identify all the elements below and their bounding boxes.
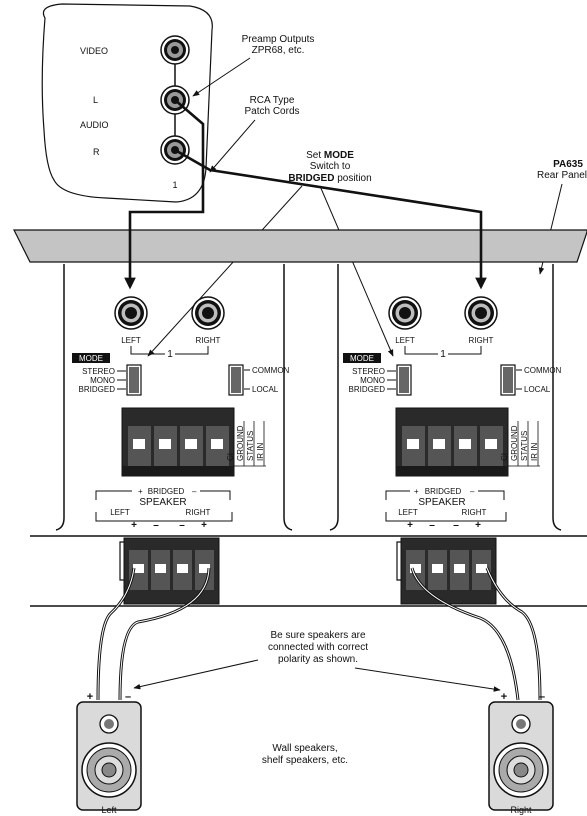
local-label: LOCAL (252, 385, 279, 394)
bridged-position-label: BRIDGED position (288, 173, 371, 184)
bridged-row-label-2: BRIDGED (425, 487, 462, 496)
right-amp-panel: LEFT RIGHT 1 MODE STEREO MONO BRIDGED CO… (343, 296, 562, 605)
speaker-left-label-2: LEFT (398, 508, 418, 517)
audio-label: AUDIO (80, 120, 109, 130)
left-speaker-caption: Left (101, 805, 117, 815)
terminal-plus-3: + (407, 520, 413, 531)
preamp-models-label: ZPR68, etc. (252, 45, 305, 56)
right-speaker-connector (400, 537, 497, 605)
left-input-label: LEFT (121, 336, 141, 345)
wall-speakers-line2: shelf speakers, etc. (262, 755, 348, 766)
status-label: STATUS (246, 431, 255, 461)
bridged-label-2: BRIDGED (349, 385, 386, 394)
ground-label-2: GROUND (510, 425, 519, 461)
rca-type-label: RCA Type (250, 95, 295, 106)
speaker-label-2: SPEAKER (418, 497, 465, 508)
bridged-row-plus: + (138, 487, 143, 496)
left-amp-panel: LEFT RIGHT 1 MODE STEREO MONO BRIDGED CO… (72, 296, 290, 605)
bridged-row-minus: – (192, 487, 197, 496)
common-local-switch (228, 364, 244, 396)
l-label: L (93, 95, 98, 105)
terminal-plus-1: + (131, 520, 137, 531)
left-speaker-icon (76, 701, 142, 811)
irin-label: IR IN (256, 443, 265, 461)
right-input-jack-icon-2 (464, 296, 498, 330)
stereo-label: STEREO (82, 367, 115, 376)
terminal-minus-4: – (453, 520, 459, 531)
terminal-plus-4: + (475, 520, 481, 531)
r-label: R (93, 147, 100, 157)
mode-switch (126, 364, 142, 396)
right-speaker-plus: + (501, 691, 507, 703)
left-speaker-connector (123, 537, 220, 605)
terminal-minus-2: – (179, 520, 185, 531)
video-jack-icon (160, 35, 190, 65)
wall-speakers-line1: Wall speakers, (272, 743, 337, 754)
mode-switch-2 (396, 364, 412, 396)
speaker-wire-highlights (97, 567, 541, 701)
control-terminal-block (121, 407, 235, 477)
channel-number-2: 1 (440, 349, 446, 360)
ci-label: CI (226, 453, 235, 461)
speaker-label: SPEAKER (139, 497, 186, 508)
terminal-minus-3: – (429, 520, 435, 531)
ground-label: GROUND (236, 425, 245, 461)
common-label: COMMON (252, 366, 290, 375)
left-input-label-2: LEFT (395, 336, 415, 345)
common-label-2: COMMON (524, 366, 562, 375)
status-label-2: STATUS (520, 431, 529, 461)
patch-cords-label: Patch Cords (244, 106, 299, 117)
speaker-right-label-2: RIGHT (462, 508, 487, 517)
mono-label-2: MONO (360, 376, 385, 385)
bridged-row-plus-2: + (414, 487, 419, 496)
right-input-label: RIGHT (196, 336, 221, 345)
pa635-label: PA635 (553, 159, 583, 170)
local-label-2: LOCAL (524, 385, 551, 394)
left-speaker-plus: + (87, 691, 93, 703)
ci-label-2: CI (500, 453, 509, 461)
preamp-outputs-label: Preamp Outputs (242, 34, 315, 45)
right-speaker-caption: Right (510, 805, 532, 815)
rear-panel-top-band (13, 229, 587, 263)
set-mode-label: Set MODE (306, 150, 354, 161)
left-input-jack-icon-2 (388, 296, 422, 330)
right-speaker-minus: – (539, 691, 545, 703)
left-patch-cord (124, 99, 205, 290)
polarity-note-line3: polarity as shown. (278, 654, 358, 665)
left-input-jack-icon (114, 296, 148, 330)
control-terminal-block-2 (395, 407, 509, 477)
polarity-note-line1: Be sure speakers are (270, 630, 365, 641)
stereo-label-2: STEREO (352, 367, 385, 376)
speaker-left-label: LEFT (110, 508, 130, 517)
mode-label-2: MODE (350, 354, 374, 363)
right-speaker-icon (488, 701, 554, 811)
mode-label: MODE (79, 354, 103, 363)
source-number: 1 (172, 180, 177, 190)
terminal-minus-1: – (153, 520, 159, 531)
polarity-note-line2: connected with correct (268, 642, 368, 653)
left-speaker-minus: – (125, 691, 131, 703)
video-label: VIDEO (80, 46, 108, 56)
irin-label-2: IR IN (530, 443, 539, 461)
bridged-row-label: BRIDGED (148, 487, 185, 496)
switch-to-label: Switch to (310, 161, 351, 172)
speaker-right-label: RIGHT (186, 508, 211, 517)
mono-label: MONO (90, 376, 115, 385)
right-input-label-2: RIGHT (469, 336, 494, 345)
right-patch-cord (174, 148, 487, 290)
terminal-plus-2: + (201, 520, 207, 531)
bridged-label: BRIDGED (79, 385, 116, 394)
rear-panel-label: Rear Panel (537, 170, 587, 181)
common-local-switch-2 (500, 364, 516, 396)
channel-number: 1 (167, 349, 173, 360)
right-input-jack-icon (191, 296, 225, 330)
bridged-row-minus-2: – (470, 487, 475, 496)
